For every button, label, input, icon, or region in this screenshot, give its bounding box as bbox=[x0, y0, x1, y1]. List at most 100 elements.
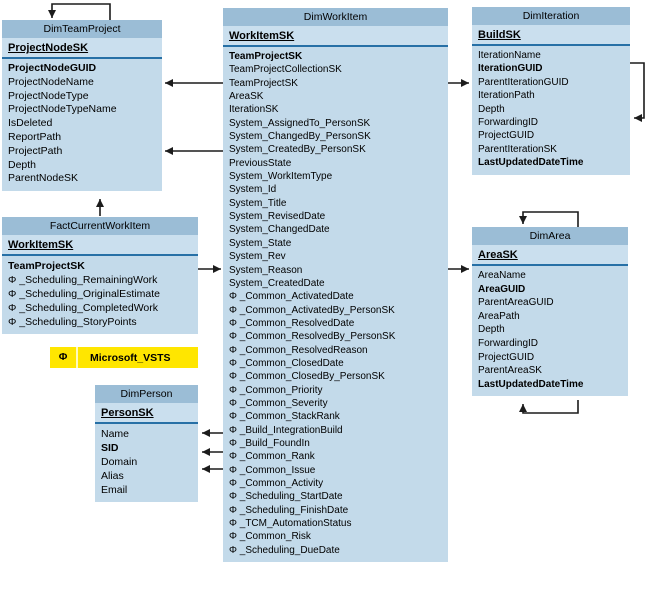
table-field-row: ParentIterationGUID bbox=[478, 76, 569, 88]
table-field-row: Φ _Scheduling_StartDate bbox=[229, 491, 343, 503]
table-field-row: Domain bbox=[101, 456, 138, 468]
table-field-row: System_ChangedDate bbox=[229, 224, 330, 236]
table-field-row: Φ _Build_IntegrationBuild bbox=[229, 424, 343, 436]
table-field-row: Φ _Scheduling_FinishDate bbox=[229, 504, 349, 516]
table-field-row: ParentNodeSK bbox=[8, 172, 79, 185]
table-field-row: Depth bbox=[8, 158, 37, 171]
table-field-row: System_Id bbox=[229, 184, 277, 196]
table-field-row: Φ _Scheduling_OriginalEstimate bbox=[8, 288, 160, 300]
table-field-row: Φ _Common_ResolvedBy_PersonSK bbox=[229, 331, 396, 343]
table-key-field: WorkItemSK bbox=[223, 26, 448, 47]
table-key-field: WorkItemSK bbox=[2, 235, 198, 256]
table-field-row: TeamProjectSK bbox=[8, 260, 85, 272]
self-reference-arrow-dimarea-bottom bbox=[519, 400, 579, 414]
table-key-field: ProjectNodeSK bbox=[2, 38, 162, 59]
self-reference-arrow-dimiteration bbox=[630, 62, 645, 122]
table-field-row: ForwardingID bbox=[478, 117, 539, 129]
table-field-row: Φ _Common_ClosedBy_PersonSK bbox=[229, 371, 385, 383]
table-field-row: ProjectNodeName bbox=[8, 75, 94, 88]
table-field-row: Φ _Common_StackRank bbox=[229, 411, 340, 423]
table-field-row: System_Reason bbox=[229, 264, 303, 276]
table-field-row: Φ _Common_Activity bbox=[229, 478, 324, 489]
table-field-row: TeamProjectSK bbox=[229, 51, 303, 62]
table-title: FactCurrentWorkItem bbox=[2, 217, 198, 235]
table-field-row: Depth bbox=[478, 324, 505, 336]
table-field-row: Φ _Common_ActivatedBy_PersonSK bbox=[229, 304, 395, 316]
table-field-row: Φ _Scheduling_StoryPoints bbox=[8, 316, 137, 328]
table-field-row: Φ _Scheduling_RemainingWork bbox=[8, 274, 158, 286]
table-field-row: IterationPath bbox=[478, 90, 535, 102]
table-field-row: System_CreatedBy_PersonSK bbox=[229, 144, 366, 156]
table-title: DimPerson bbox=[95, 385, 198, 403]
table-title: DimArea bbox=[472, 227, 628, 245]
table-field-row: Φ _Common_ClosedDate bbox=[229, 357, 344, 369]
table-field-row: AreaGUID bbox=[478, 283, 526, 295]
table-field-row: PreviousState bbox=[229, 157, 292, 169]
table-field-row: System_Title bbox=[229, 197, 287, 209]
table-field-row: SID bbox=[101, 442, 119, 454]
table-title: DimTeamProject bbox=[2, 20, 162, 38]
table-field-row: LastUpdatedDateTime bbox=[478, 378, 584, 390]
table-field-row: TeamProjectCollectionSK bbox=[229, 64, 342, 76]
table-field-row: AreaPath bbox=[478, 310, 520, 322]
table-field-row: LastUpdatedDateTime bbox=[478, 157, 584, 169]
table-field-row: System_AssignedTo_PersonSK bbox=[229, 117, 371, 129]
table-field-row: IsDeleted bbox=[8, 117, 53, 130]
table-field-row: IterationGUID bbox=[478, 63, 543, 75]
table-field-row: ProjectGUID bbox=[478, 130, 535, 142]
table-fields: TeamProjectSK Φ _Scheduling_RemainingWork… bbox=[2, 256, 198, 334]
table-dimteamproject: DimTeamProject ProjectNodeSK ProjectNode… bbox=[2, 20, 162, 192]
table-field-row: Φ _Common_ActivatedDate bbox=[229, 291, 354, 303]
table-field-row: Φ _Build_FoundIn bbox=[229, 437, 310, 449]
table-field-row: AreaName bbox=[478, 270, 526, 281]
table-field-row: ProjectGUID bbox=[478, 351, 535, 363]
phi-measure-icon: Φ bbox=[50, 347, 78, 368]
table-field-row: Φ _Common_Severity bbox=[229, 397, 328, 409]
table-field-row: TeamProjectSK bbox=[229, 77, 298, 89]
table-field-row: ReportPath bbox=[8, 130, 62, 143]
table-field-row: IterationSK bbox=[229, 104, 279, 116]
table-field-row: Alias bbox=[101, 470, 124, 482]
table-field-row: Name bbox=[101, 428, 130, 440]
table-field-row: Φ _Common_ResolvedDate bbox=[229, 317, 355, 329]
table-field-row: Φ _Scheduling_CompletedWork bbox=[8, 302, 159, 314]
table-field-row: Depth bbox=[478, 103, 505, 115]
table-field-row: ParentAreaGUID bbox=[478, 297, 554, 309]
table-title: DimWorkItem bbox=[223, 8, 448, 26]
table-field-row: System_WorkItemType bbox=[229, 171, 333, 183]
table-field-row: ProjectNodeTypeName bbox=[8, 103, 117, 116]
table-key-field: BuildSK bbox=[472, 25, 630, 46]
legend-label: Microsoft_VSTS bbox=[90, 351, 171, 364]
table-field-row: IterationName bbox=[478, 50, 541, 61]
table-field-row: Φ _Common_Priority bbox=[229, 384, 323, 396]
table-key-field: AreaSK bbox=[472, 245, 628, 266]
table-field-row: ParentIterationSK bbox=[478, 143, 557, 155]
table-field-row: Email bbox=[101, 484, 128, 496]
table-field-row: System_Rev bbox=[229, 251, 286, 263]
table-field-row: System_ChangedBy_PersonSK bbox=[229, 131, 371, 143]
table-field-row: ForwardingID bbox=[478, 337, 539, 349]
table-field-row: Φ _Scheduling_DueDate bbox=[229, 544, 340, 556]
self-reference-arrow-dimteamproject bbox=[48, 3, 111, 20]
table-title: DimIteration bbox=[472, 7, 630, 25]
self-reference-arrow-dimarea-top bbox=[519, 211, 579, 227]
table-field-row: System_State bbox=[229, 237, 292, 249]
table-field-row: Φ _Common_Rank bbox=[229, 451, 315, 463]
legend-microsoft-vsts: Φ Microsoft_VSTS bbox=[50, 347, 198, 368]
table-key-field: PersonSK bbox=[95, 403, 198, 424]
table-field-row: ProjectNodeGUID bbox=[8, 62, 97, 74]
table-field-row: Φ _Common_Issue bbox=[229, 464, 316, 476]
table-field-row: ParentAreaSK bbox=[478, 365, 542, 377]
table-factcurrentworkitem: FactCurrentWorkItem WorkItemSK TeamProje… bbox=[2, 217, 198, 334]
table-field-row: AreaSK bbox=[229, 91, 264, 103]
